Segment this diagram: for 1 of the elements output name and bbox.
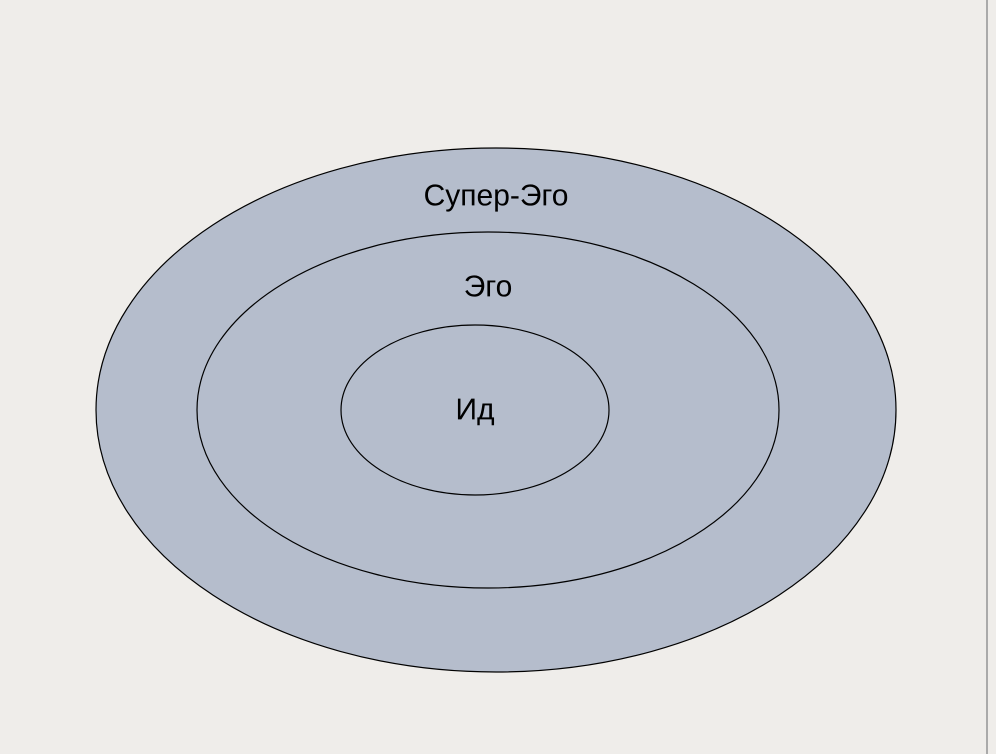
ellipse-region: Ид	[340, 324, 610, 496]
